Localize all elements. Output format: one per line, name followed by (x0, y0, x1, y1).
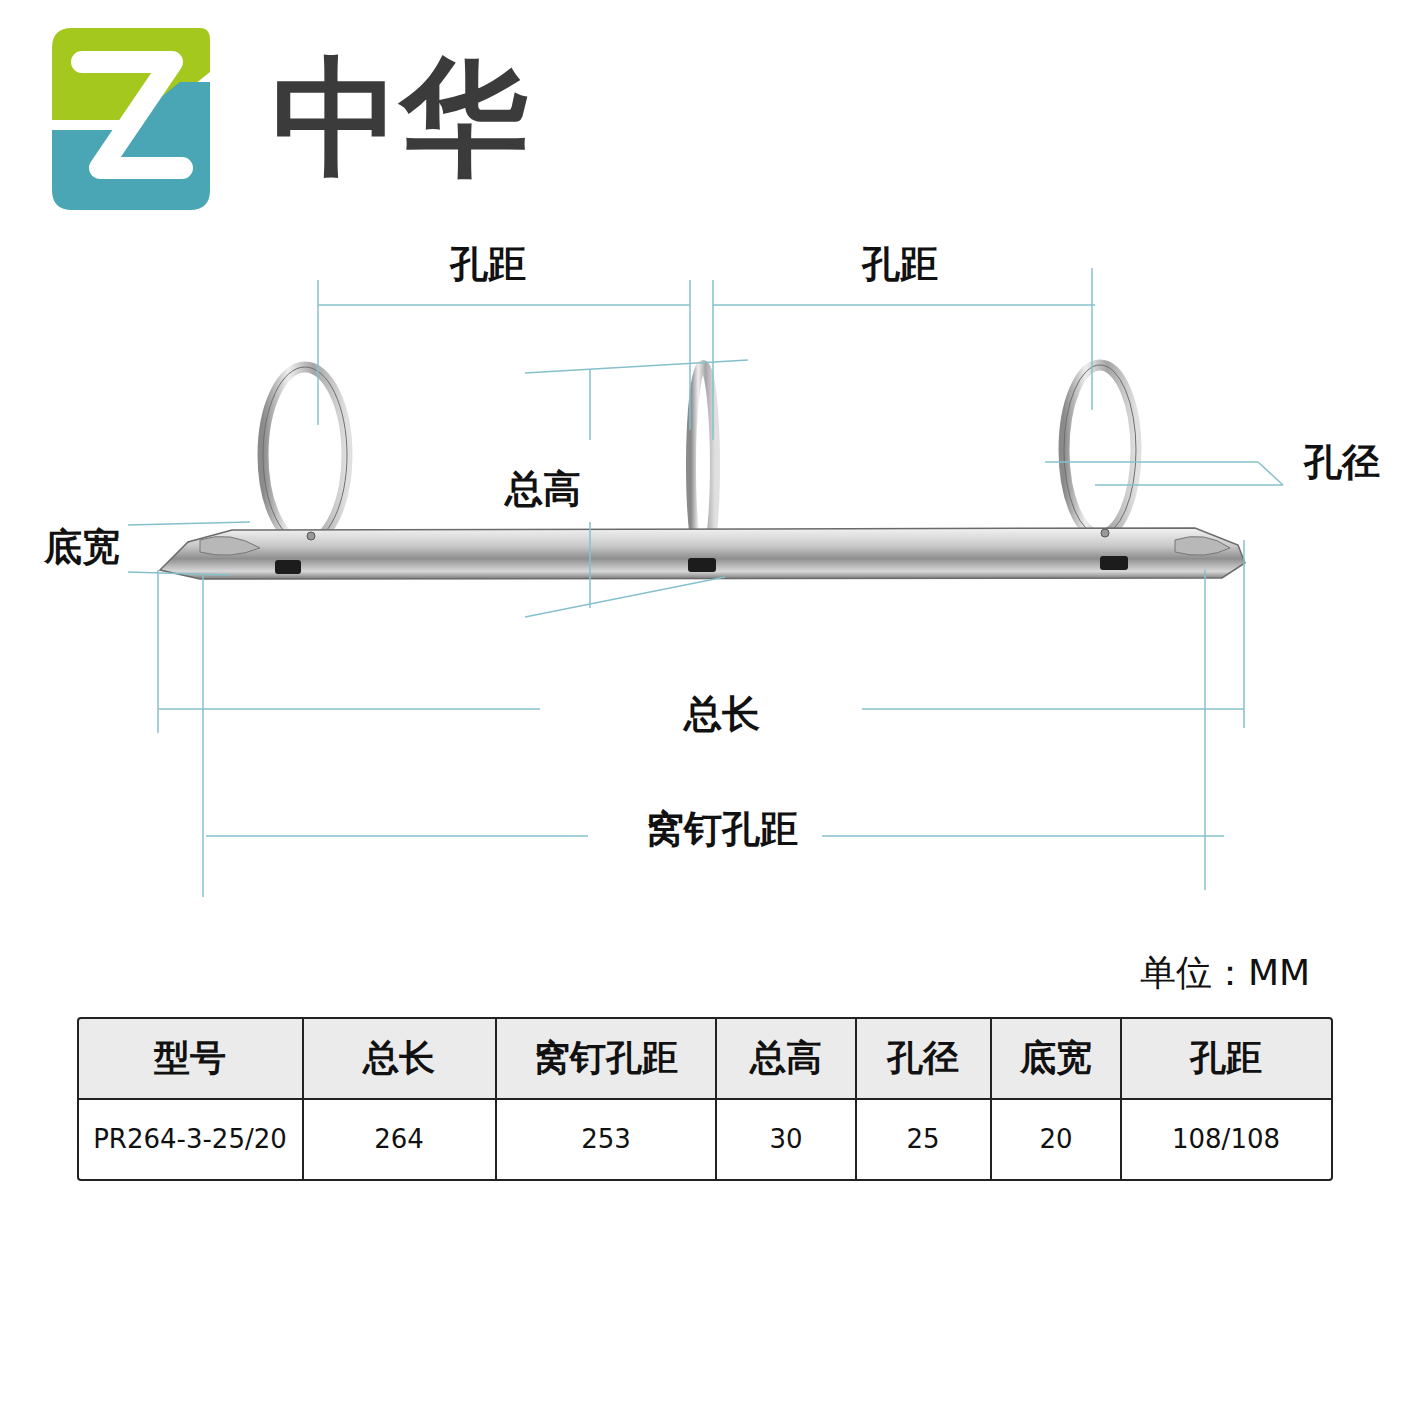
ring-clips (275, 556, 1128, 574)
dimension-label: 孔径 (1300, 441, 1384, 485)
dimension-label: 窝钉孔距 (642, 808, 802, 852)
rivet (307, 532, 315, 540)
logo-mark (52, 28, 210, 210)
dimension-label: 总高 (501, 468, 585, 512)
dimension-label: 孔距 (858, 243, 942, 287)
table-cell: PR264-3-25/20 (89, 1125, 291, 1155)
ring-edge (263, 367, 347, 543)
dimension-label: 底宽 (40, 526, 124, 570)
spec-table (78, 1018, 1332, 1180)
table-header: 窝钉孔距 (530, 1037, 682, 1078)
table-cell: 30 (765, 1125, 806, 1155)
table-header: 孔距 (1186, 1037, 1266, 1078)
base-plate (160, 528, 1245, 579)
rivet (1101, 529, 1109, 537)
rivet-boss (200, 536, 260, 555)
table-cell: 264 (370, 1125, 428, 1155)
table-header: 总长 (359, 1037, 439, 1078)
table-cell: 253 (577, 1125, 635, 1155)
table-header: 底宽 (1016, 1037, 1096, 1078)
table-header: 孔径 (883, 1037, 963, 1078)
table-header: 总高 (746, 1037, 826, 1078)
dimension-label: 总长 (680, 693, 764, 737)
dimension-label: 孔距 (446, 243, 530, 287)
rivet-boss (1175, 536, 1230, 555)
brand-logo: 中华 (268, 44, 532, 191)
unit-note: 单位：MM (1136, 952, 1314, 993)
table-cell: 108/108 (1168, 1125, 1284, 1155)
table-header: 型号 (150, 1037, 230, 1078)
ring-edge (1064, 365, 1136, 535)
table-cell: 25 (902, 1125, 943, 1155)
table-cell: 20 (1035, 1125, 1076, 1155)
dimension-lines (128, 268, 1283, 897)
